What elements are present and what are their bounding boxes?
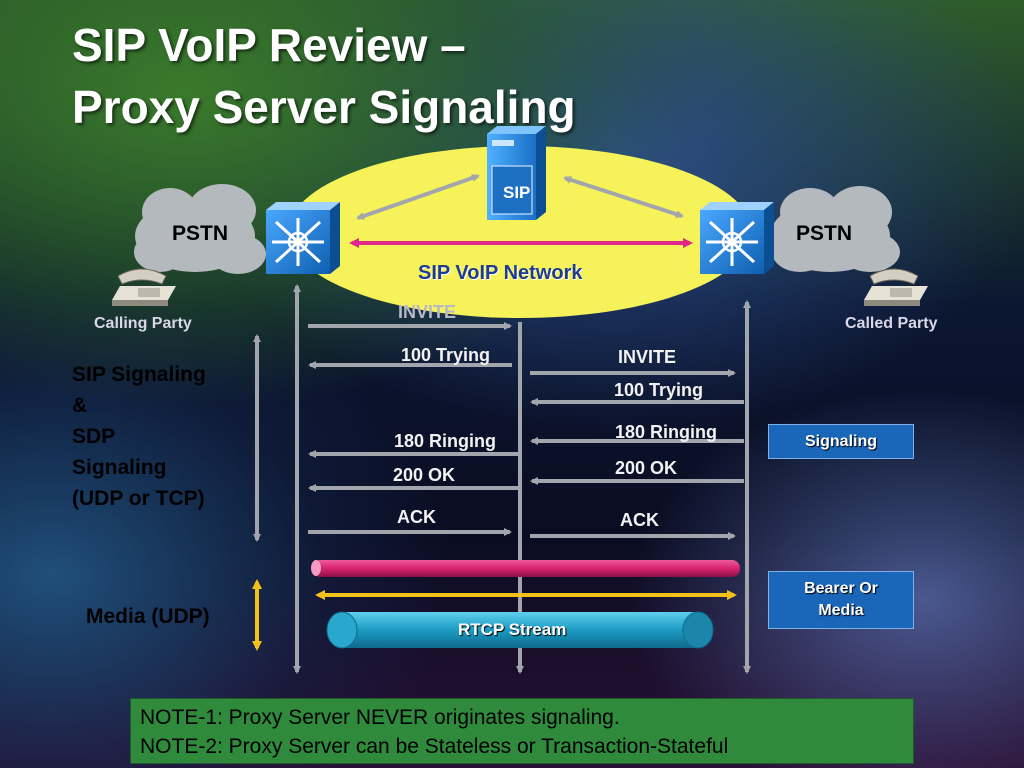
telephone-right-icon: [864, 268, 928, 306]
trying-label-left: 100 Trying: [401, 345, 491, 365]
ringing-label-right: 180 Ringing: [615, 422, 718, 442]
notes-box: NOTE-1: Proxy Server NEVER originates si…: [130, 698, 914, 764]
pstn-cloud-left: [134, 184, 266, 274]
note-2: NOTE-2: Proxy Server can be Stateless or…: [140, 735, 729, 758]
signaling-side-label: SIP Signaling & SDP Signaling (UDP or TC…: [72, 359, 252, 514]
sip-network-label: SIP VoIP Network: [418, 262, 583, 284]
called-party-label: Called Party: [845, 315, 938, 332]
ok-label-right: 200 OK: [615, 458, 678, 478]
signaling-line-3: SDP: [72, 425, 116, 448]
sip-proxy-server-icon: [487, 126, 546, 220]
title-line-1: SIP VoIP Review –: [72, 19, 466, 71]
signaling-legend-box: Signaling: [768, 424, 914, 459]
ack-label-right: ACK: [620, 510, 659, 530]
bearer-legend-line-1: Bearer Or: [804, 580, 878, 597]
signaling-line-5: (UDP or TCP): [72, 487, 205, 510]
ok-label-left: 200 OK: [393, 465, 456, 485]
telephone-left-icon: [112, 268, 176, 306]
pstn-label-right: PSTN: [796, 222, 853, 245]
ack-label-left: ACK: [397, 507, 436, 527]
signaling-legend-label: Signaling: [805, 432, 877, 450]
slide-title: SIP VoIP Review – Proxy Server Signaling: [72, 14, 576, 138]
invite-label-right: INVITE: [618, 347, 677, 367]
rtcp-tube: [326, 611, 714, 649]
sip-server-label: SIP: [503, 183, 531, 202]
trying-label-right: 100 Trying: [614, 380, 704, 400]
pstn-cloud-right: [770, 186, 900, 272]
router-switch-left: [266, 202, 340, 274]
signaling-line-2: &: [72, 394, 88, 417]
rtcp-label: RTCP Stream: [458, 620, 567, 639]
bearer-legend-box: Bearer Or Media: [768, 571, 914, 629]
signaling-line-1: SIP Signaling: [72, 363, 206, 386]
note-1: NOTE-1: Proxy Server NEVER originates si…: [140, 706, 620, 729]
pstn-label-left: PSTN: [172, 222, 229, 245]
ringing-label-left: 180 Ringing: [394, 431, 497, 451]
bearer-legend-line-2: Media: [818, 602, 864, 619]
media-bar: [311, 560, 740, 577]
title-line-2: Proxy Server Signaling: [72, 81, 576, 133]
server-switch-left-arrow: [356, 174, 480, 220]
calling-party-label: Calling Party: [94, 315, 192, 332]
server-switch-right-arrow: [563, 176, 684, 218]
media-side-label: Media (UDP): [86, 605, 210, 628]
invite-label-left: INVITE: [398, 302, 457, 322]
signaling-line-4: Signaling: [72, 456, 167, 479]
router-switch-right: [700, 202, 774, 274]
